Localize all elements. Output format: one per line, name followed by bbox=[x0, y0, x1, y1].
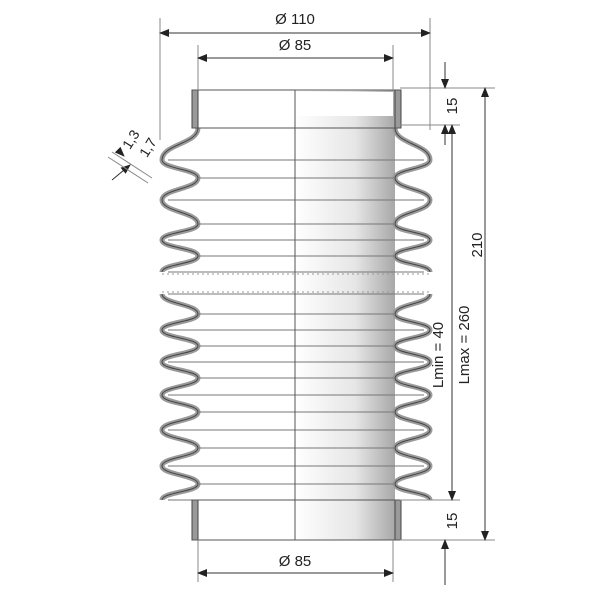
collar-wall-right bbox=[394, 499, 402, 541]
wall-thickness-ext bbox=[107, 156, 149, 184]
dimension-lines bbox=[107, 18, 495, 585]
inner-diameter-top-label: Ø 85 bbox=[279, 37, 312, 54]
outer-diameter-label: Ø 110 bbox=[275, 11, 315, 28]
wall-thickness-arrow bbox=[111, 164, 131, 181]
lmin-label: Lmin = 40 bbox=[430, 322, 447, 388]
shaded-half bbox=[295, 90, 395, 540]
bellows-body bbox=[159, 89, 433, 541]
collar-bottom-height-label: 15 bbox=[444, 513, 461, 530]
left-wall-edge bbox=[161, 127, 199, 273]
collar-wall-right bbox=[394, 89, 402, 129]
collar-wall-left bbox=[191, 89, 199, 129]
collar-top-height-label: 15 bbox=[444, 98, 461, 115]
collar-highlight bbox=[297, 92, 393, 116]
right-wall-edge bbox=[394, 127, 431, 273]
wall-thickness-arrow bbox=[114, 146, 125, 157]
inner-diameter-bottom-label: Ø 85 bbox=[279, 553, 312, 570]
right-wall-edge bbox=[394, 293, 431, 501]
lmax-label: Lmax = 260 bbox=[456, 306, 473, 385]
overall-length-label: 210 bbox=[469, 232, 486, 257]
left-wall-edge bbox=[161, 293, 199, 501]
collar-wall-left bbox=[191, 499, 199, 541]
